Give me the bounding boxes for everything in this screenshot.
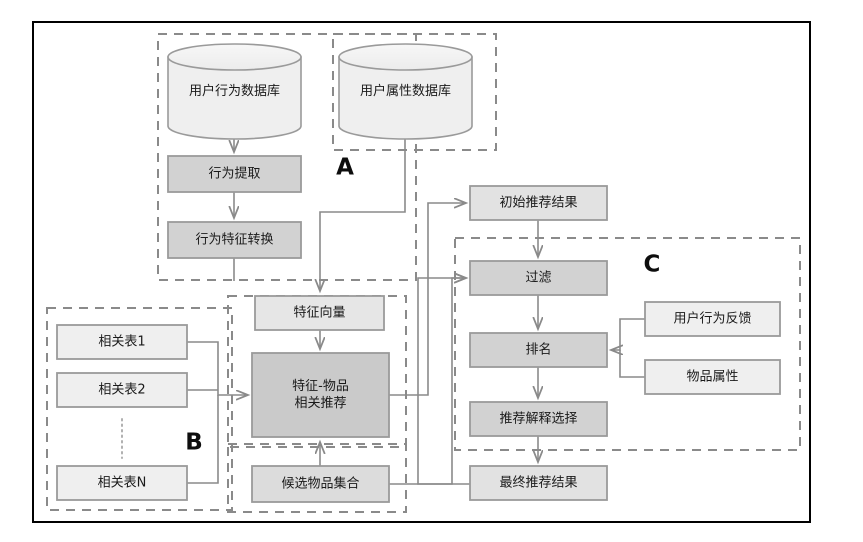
node-label: 相关表N (98, 476, 147, 491)
node-related-table-1[interactable]: 相关表1 (56, 324, 188, 360)
node-final-recommendation-result[interactable]: 最终推荐结果 (469, 465, 608, 501)
connector-db-attribute-to-feature-vector (320, 139, 406, 291)
group-letter-a: A (336, 155, 354, 181)
node-ranking-step[interactable]: 排名 (469, 332, 608, 368)
node-box (644, 359, 781, 395)
node-related-table-n[interactable]: 相关表N (56, 465, 188, 501)
node-box (644, 301, 781, 337)
node-candidate-item-set[interactable]: 候选物品集合 (251, 465, 390, 503)
node-box (167, 221, 302, 259)
node-label: 相关推荐 (294, 396, 346, 411)
connector-rel-table-n-join (187, 395, 219, 484)
node-box (56, 372, 188, 408)
node-label: 物品属性 (686, 370, 738, 385)
cylinder-body (167, 56, 302, 140)
group-boxes (46, 33, 801, 513)
cylinder-top (338, 43, 473, 71)
node-box (167, 155, 302, 193)
node-label: 特征-物品 (292, 379, 349, 394)
group-letters: A B C (185, 155, 660, 456)
connector-rel-tables-join-to-rec (187, 341, 248, 395)
group-letter-c: C (644, 252, 661, 278)
node-user-attribute-database[interactable]: 用户属性数据库 (338, 43, 473, 140)
node-box (254, 295, 385, 331)
node-box (56, 324, 188, 360)
node-label: 特征向量 (293, 305, 345, 321)
node-initial-recommendation-result[interactable]: 初始推荐结果 (469, 185, 608, 221)
node-box (56, 465, 188, 501)
node-label: 初始推荐结果 (499, 196, 577, 211)
group-box-b (46, 307, 233, 511)
node-label: 排名 (525, 342, 551, 358)
node-label: 行为提取 (208, 166, 260, 182)
node-box (469, 465, 608, 501)
cylinder-top (167, 43, 302, 71)
node-user-behavior-database[interactable]: 用户行为数据库 (167, 43, 302, 140)
group-box-a (157, 33, 417, 281)
node-label: 推荐解释选择 (499, 412, 577, 427)
group-letter-b: B (185, 430, 203, 456)
node-box (251, 465, 390, 503)
connector-final-feedback-loop (417, 278, 470, 485)
node-label: 用户属性数据库 (360, 83, 451, 99)
node-behavior-feature-transform[interactable]: 行为特征转换 (167, 221, 302, 259)
node-box (469, 260, 608, 296)
group-box-a2 (332, 33, 497, 151)
group-box-c (454, 237, 801, 451)
node-label: 用户行为数据库 (189, 83, 280, 99)
node-label: 候选物品集合 (281, 476, 359, 492)
node-item-attribute[interactable]: 物品属性 (644, 359, 781, 395)
node-box (469, 332, 608, 368)
node-related-table-2[interactable]: 相关表2 (56, 372, 188, 408)
connector-attribute-to-ranking (619, 350, 645, 378)
node-box (251, 352, 390, 438)
node-box (469, 401, 608, 437)
node-user-behavior-feedback[interactable]: 用户行为反馈 (644, 301, 781, 337)
node-label: 过滤 (525, 271, 551, 286)
node-feature-vector[interactable]: 特征向量 (254, 295, 385, 331)
cylinder-body (338, 56, 473, 140)
node-filter-step[interactable]: 过滤 (469, 260, 608, 296)
node-recommendation-explanation-selection[interactable]: 推荐解释选择 (469, 401, 608, 437)
connectors (187, 139, 645, 485)
node-behavior-extraction[interactable]: 行为提取 (167, 155, 302, 193)
node-label: 相关表1 (98, 335, 145, 350)
node-label: 最终推荐结果 (499, 475, 577, 491)
connector-rec-to-initial-result (389, 203, 466, 396)
node-label: 用户行为反馈 (673, 311, 751, 327)
node-box (469, 185, 608, 221)
node-label: 相关表2 (98, 383, 145, 398)
connector-feedback-to-ranking (611, 318, 645, 350)
node-label: 行为特征转换 (195, 233, 273, 248)
